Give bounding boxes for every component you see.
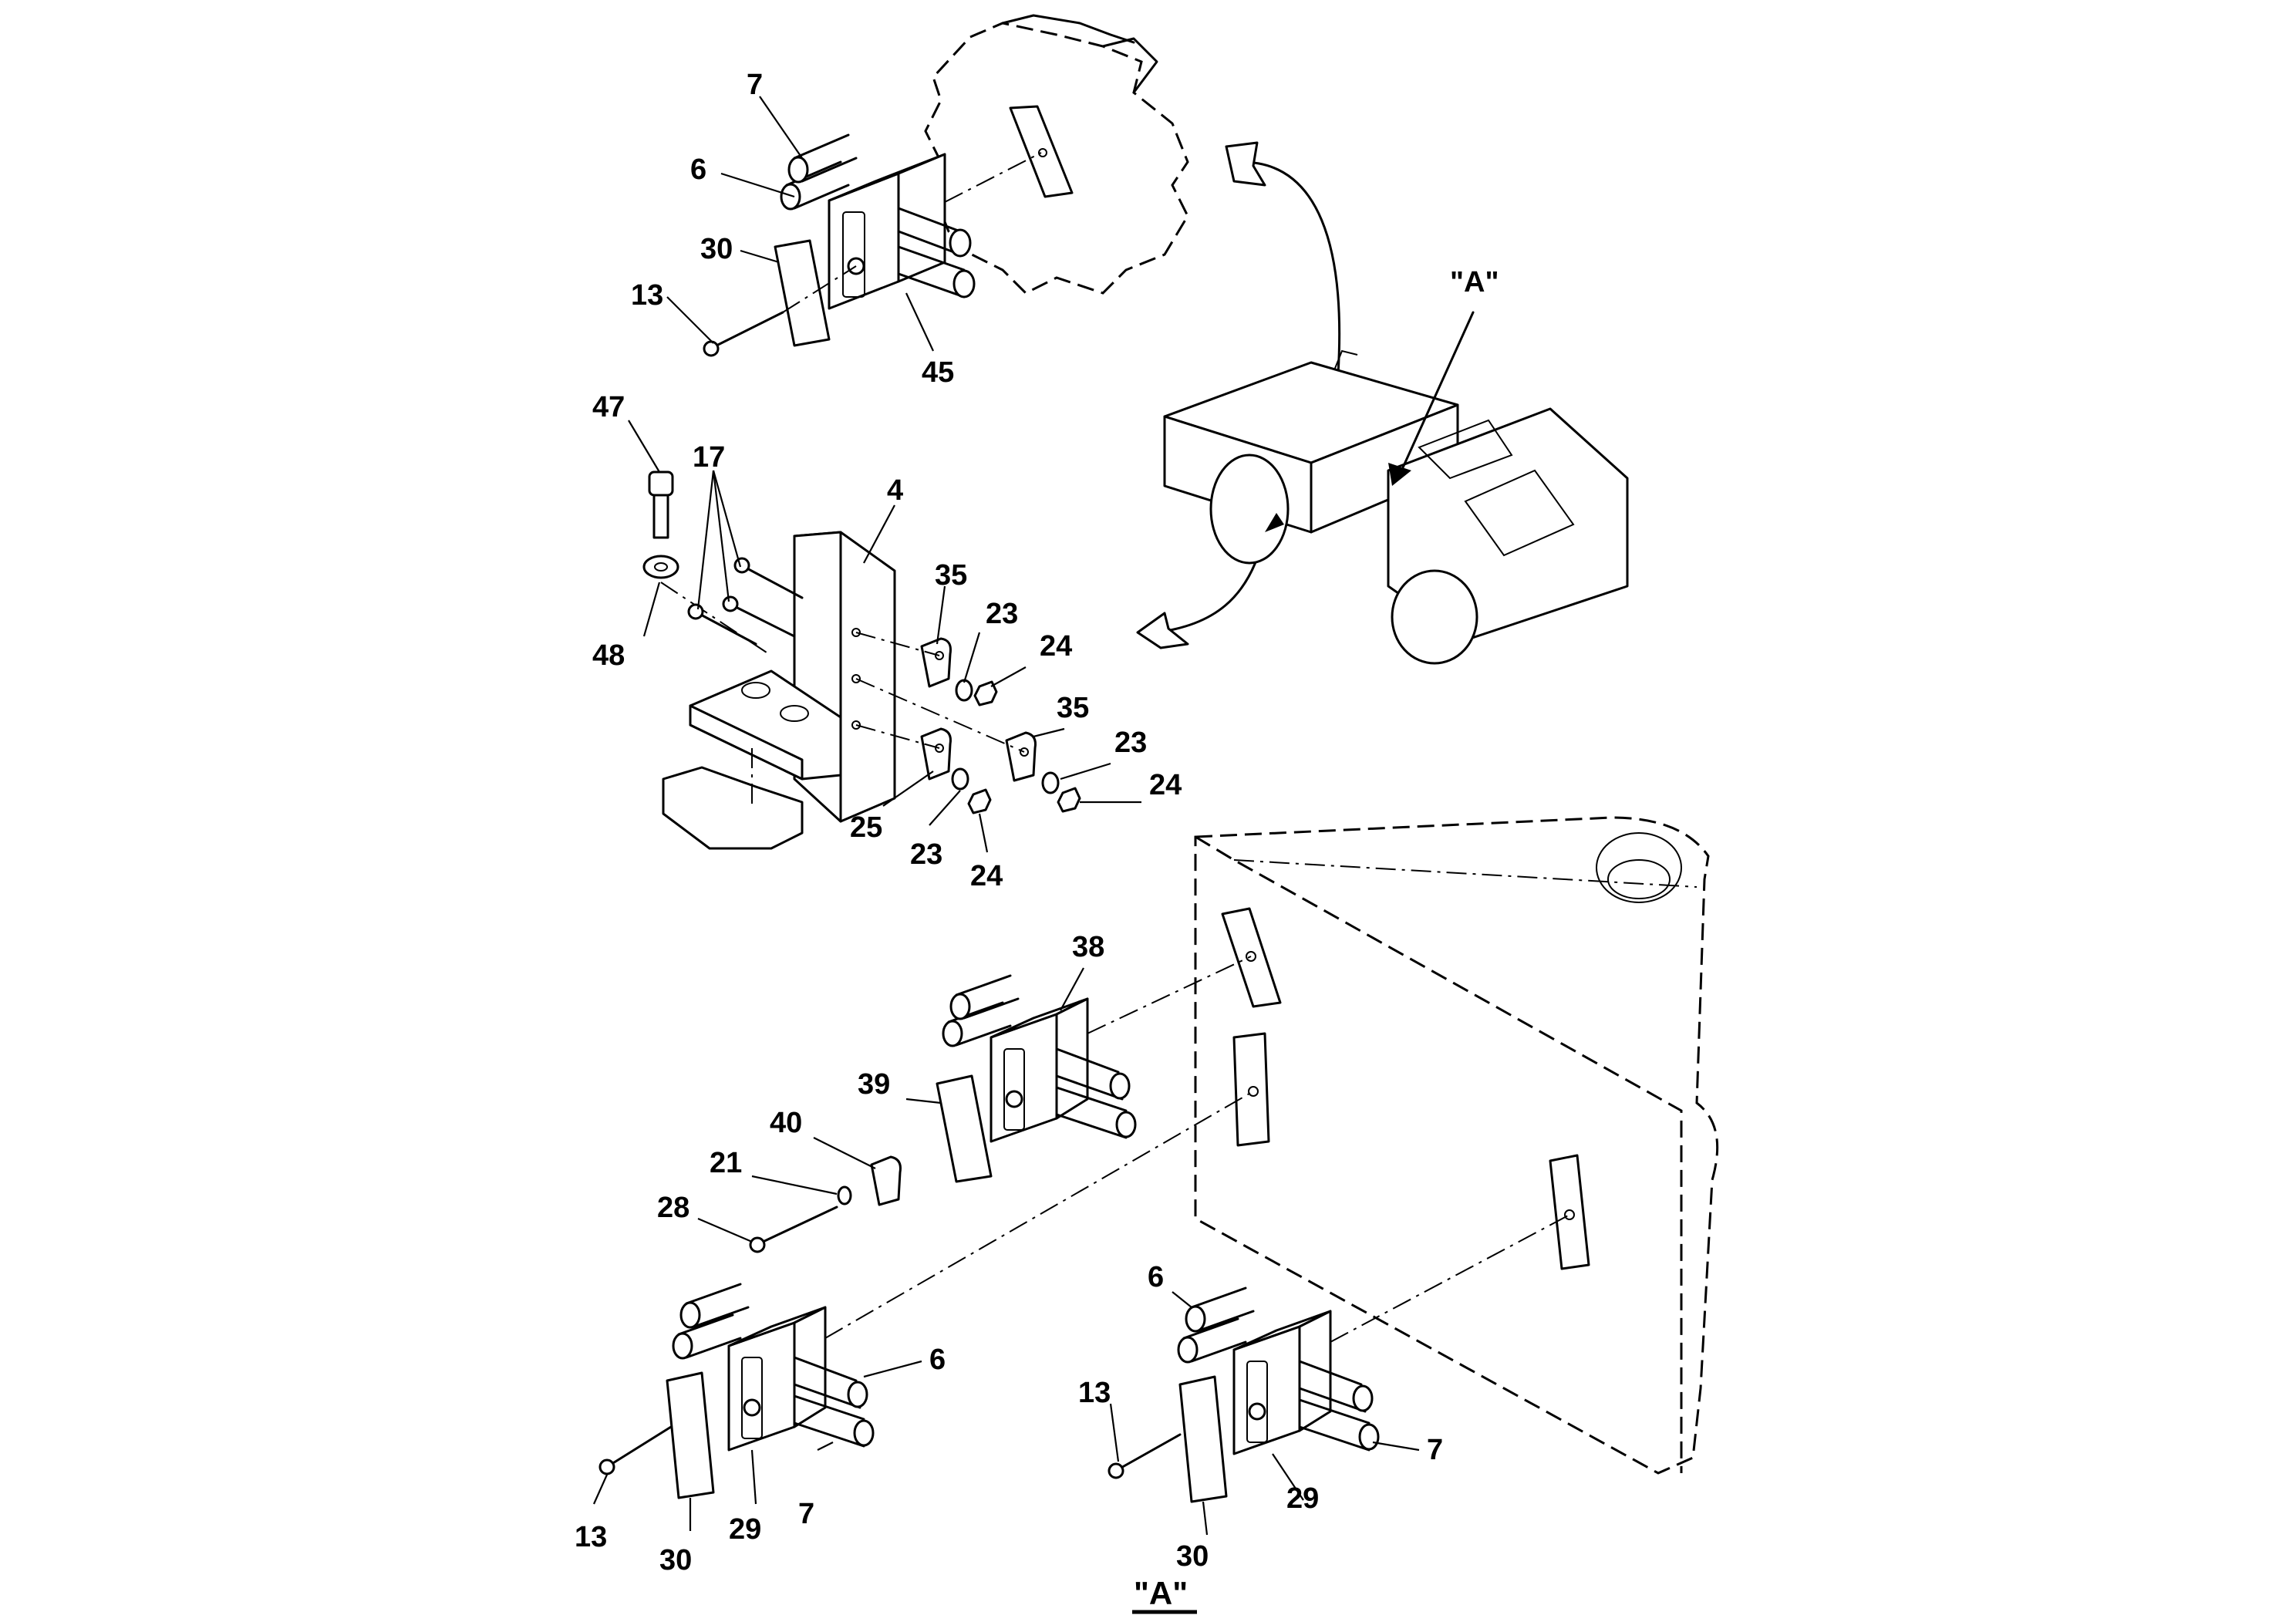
label-28: 28 <box>657 1192 689 1224</box>
label-29-right: 29 <box>1286 1482 1319 1515</box>
label-23-bottom: 23 <box>910 838 942 871</box>
view-arrow-a <box>1398 311 1475 476</box>
label-30-top: 30 <box>700 233 733 265</box>
bracket-assembly <box>642 470 1081 850</box>
screw-13-top <box>712 311 784 349</box>
support-block <box>662 766 804 850</box>
label-6-top: 6 <box>690 153 706 186</box>
label-38: 38 <box>1072 931 1104 963</box>
nut-24-lower-left <box>967 788 992 814</box>
screws-17 <box>687 557 804 646</box>
label-6-left: 6 <box>929 1344 946 1376</box>
label-21: 21 <box>710 1147 742 1179</box>
label-39: 39 <box>858 1068 890 1101</box>
clip-35-upper <box>920 637 952 688</box>
label-24-upper: 24 <box>1040 630 1072 663</box>
roller-machine-overview <box>1136 141 1629 665</box>
washer-48 <box>642 555 679 579</box>
label-35-lower: 35 <box>1057 692 1089 724</box>
label-25: 25 <box>850 811 882 844</box>
label-23-lower: 23 <box>1114 727 1147 759</box>
leader-lines <box>592 96 1420 1536</box>
nut-24-upper <box>973 680 998 706</box>
label-23-upper: 23 <box>986 598 1018 630</box>
clip-25 <box>920 727 952 781</box>
view-title-a: "A" <box>1134 1575 1188 1611</box>
plate-mid-mount <box>1232 1032 1270 1147</box>
mounting-plate-top <box>1009 105 1074 198</box>
label-7-top: 7 <box>747 69 763 101</box>
label-17: 17 <box>693 441 725 474</box>
label-45: 45 <box>922 356 954 389</box>
clamp-29-right <box>1177 1214 1570 1455</box>
label-7-right: 7 <box>1427 1434 1443 1466</box>
clip-35-lower <box>1005 731 1037 782</box>
cover-plate-39 <box>936 1074 993 1183</box>
label-13-left: 13 <box>575 1521 607 1553</box>
view-a-frame <box>598 816 1719 1503</box>
part-labels: 7 6 30 13 45 47 17 4 48 35 23 24 35 23 2… <box>575 69 1499 1614</box>
label-13-top: 13 <box>631 279 663 312</box>
label-7-left: 7 <box>798 1498 814 1530</box>
label-40: 40 <box>770 1107 802 1139</box>
cover-plate-30-right <box>1178 1375 1228 1503</box>
plate-right-mount <box>1549 1154 1590 1270</box>
view-ref-a: "A" <box>1450 266 1499 298</box>
cover-plate-30-top <box>774 239 831 347</box>
hose-7-top <box>793 133 858 183</box>
label-24-lower: 24 <box>1149 769 1182 801</box>
label-29-left: 29 <box>729 1513 761 1546</box>
label-24-bottom: 24 <box>970 860 1003 892</box>
label-13-right: 13 <box>1078 1377 1111 1409</box>
frame-outline <box>1194 816 1719 1475</box>
label-48: 48 <box>592 639 625 672</box>
cover-plate-30-left <box>666 1371 715 1499</box>
curved-arrow-up <box>1240 160 1341 376</box>
clamp-29-left <box>672 1091 1254 1452</box>
clip-40 <box>870 1155 902 1206</box>
screw-28 <box>758 1206 838 1245</box>
label-47: 47 <box>592 391 625 423</box>
label-30-right: 30 <box>1176 1540 1209 1573</box>
clamp-38 <box>942 956 1252 1143</box>
label-30-left: 30 <box>659 1544 692 1576</box>
top-clamp-assembly <box>703 14 1189 357</box>
screw-13-left <box>608 1425 673 1467</box>
label-4: 4 <box>887 474 903 507</box>
label-35-upper: 35 <box>935 559 967 592</box>
pivot-hole <box>1596 832 1682 903</box>
washer-21 <box>837 1185 852 1206</box>
bolt-47 <box>648 470 674 497</box>
plate-38-mount <box>1221 907 1282 1008</box>
screw-13-right <box>1117 1433 1182 1471</box>
label-6-right-top: 6 <box>1148 1261 1164 1293</box>
nut-24-lower-right <box>1057 787 1081 813</box>
